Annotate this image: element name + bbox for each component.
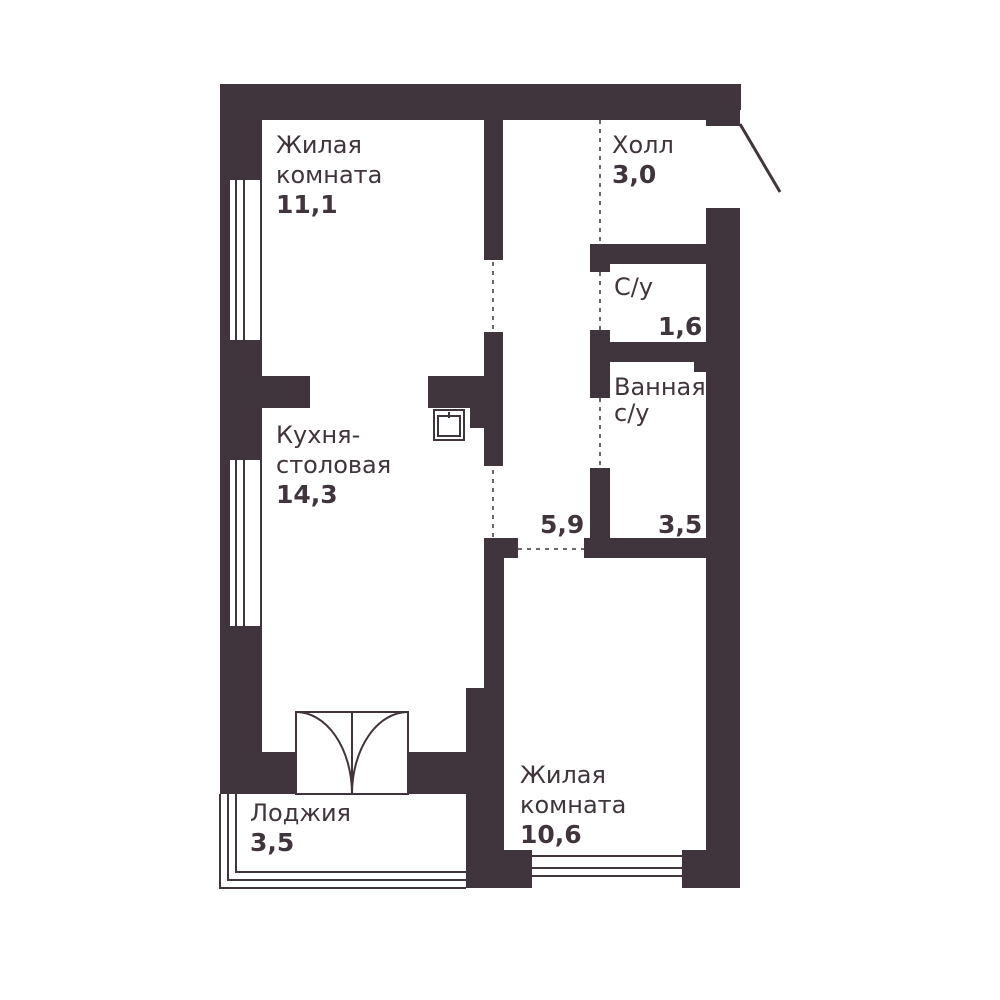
room-hall-area: 3,0 [612,160,657,189]
room-kitchen-area: 14,3 [276,480,338,509]
room-wc-name: С/у [614,273,654,301]
room-corridor-label: 5,9 [540,510,584,540]
window-living2 [532,855,682,882]
room-kitchen-name-line2: столовая [276,451,392,479]
room-corridor-area: 5,9 [540,510,585,539]
loggia-outline [219,794,466,889]
room-loggia-label: Лоджия 3,5 [250,798,351,858]
room-kitchen-name-line1: Кухня- [276,421,361,449]
room-kitchen-label: Кухня- столовая 14,3 [276,420,391,510]
room-bath-name-line1: Ванная [614,373,706,401]
room-living1-name-line1: Жилая [276,131,362,159]
room-bath-label: Ванная с/у [614,374,706,426]
openings [492,120,601,550]
entrance-door[interactable] [738,84,782,193]
room-living2-area: 10,6 [520,820,582,849]
sink-icon [433,409,465,441]
room-wc-label: С/у [614,272,653,302]
room-living2-name-line1: Жилая [520,761,606,789]
room-wc-area-box: 1,6 [658,312,702,342]
walls [220,84,740,888]
room-living1-name-line2: комната [276,161,383,189]
room-wc-area: 1,6 [658,312,703,341]
room-living1-label: Жилая комната 11,1 [276,130,382,220]
room-hall-label: Холл 3,0 [612,130,674,190]
room-bath-area: 3,5 [658,510,703,539]
room-living2-name-line2: комната [520,791,627,819]
window-kitchen [230,460,260,626]
room-living2-label: Жилая комната 10,6 [520,760,626,850]
room-loggia-name: Лоджия [250,799,351,827]
balcony-door[interactable] [295,711,409,795]
room-loggia-area: 3,5 [250,828,295,857]
room-living1-area: 11,1 [276,190,338,219]
window-living1 [230,180,260,340]
room-bath-name-line2: с/у [614,399,650,427]
room-hall-name: Холл [612,131,674,159]
room-bath-area-box: 3,5 [658,510,702,540]
